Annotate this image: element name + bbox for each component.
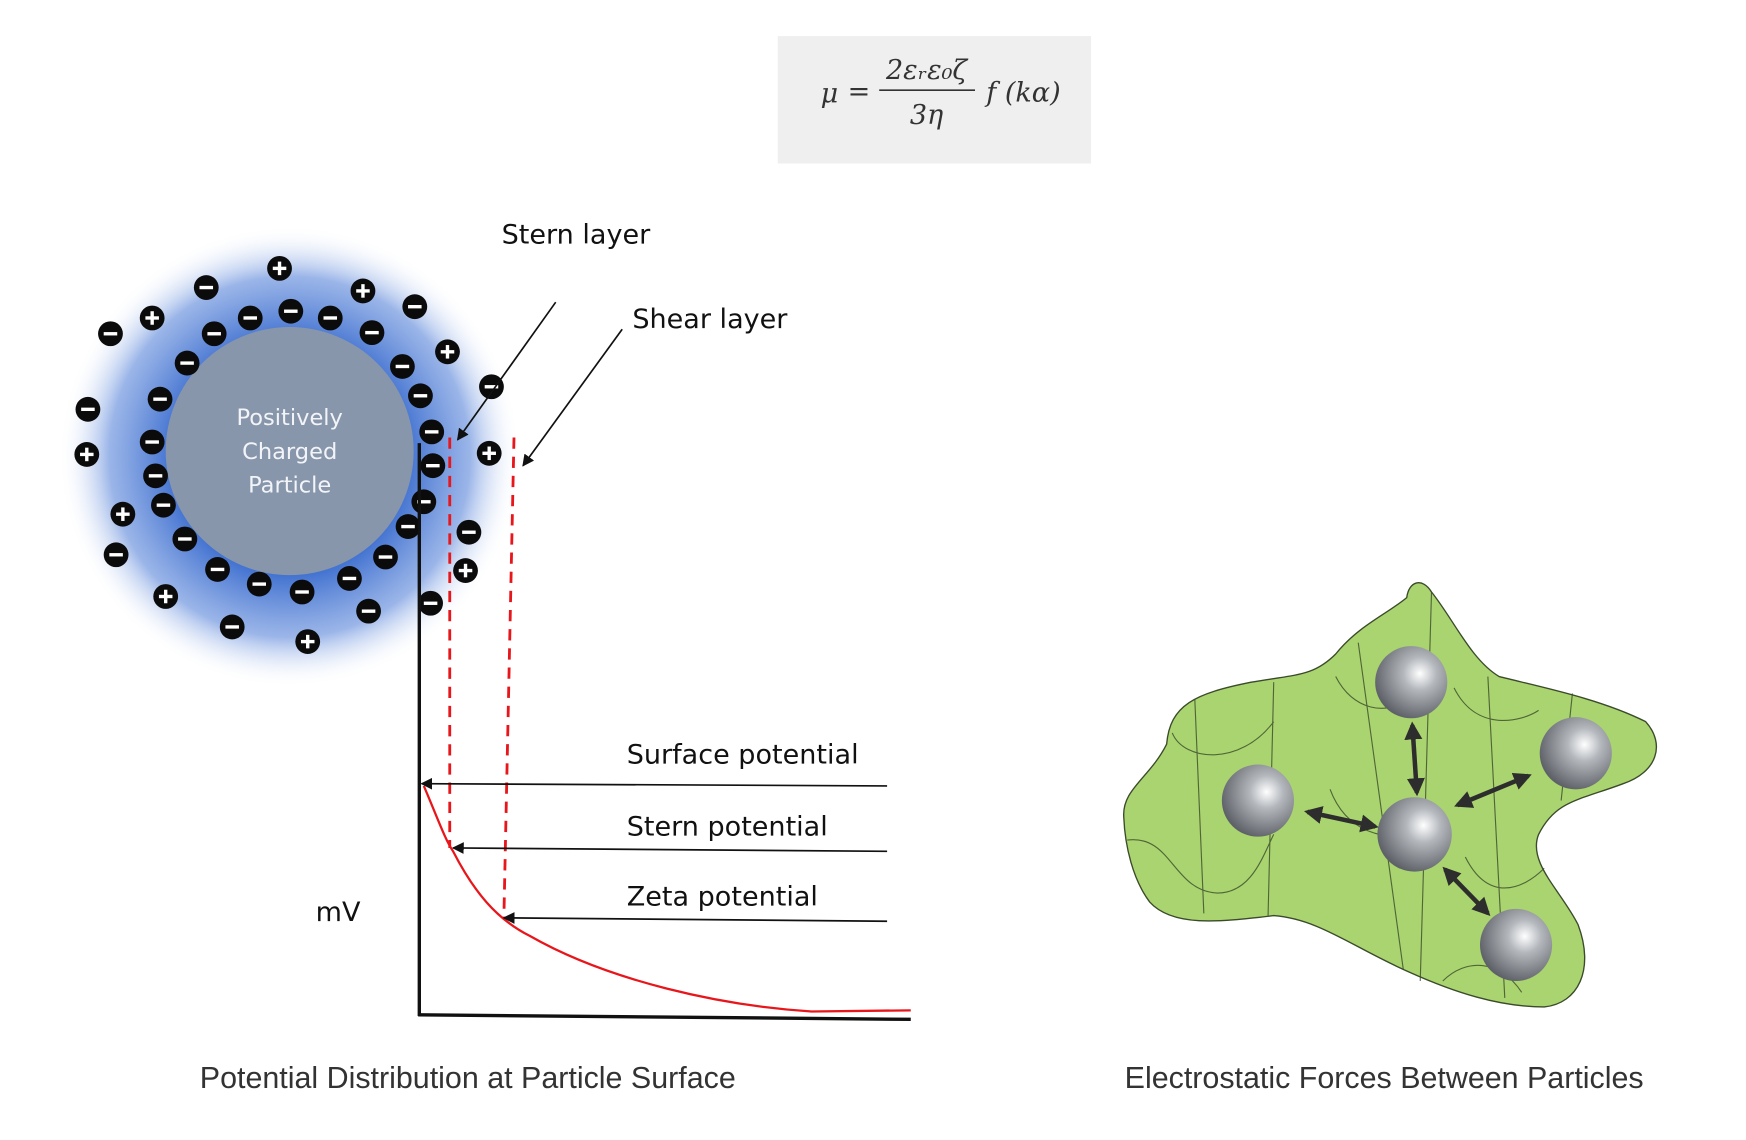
y-axis-unit-label: mV (316, 897, 361, 928)
negative-ion-icon (373, 544, 398, 570)
ion-charges (74, 255, 504, 655)
positive-ion-icon (267, 255, 292, 281)
negative-ion-icon (418, 590, 443, 616)
surface-potential-label: Surface potential (627, 739, 859, 770)
negative-ion-icon (201, 321, 227, 347)
force-arrow-bottom (1442, 866, 1491, 916)
electrostatic-forces-figure: Electrostatic Forces Between Particles (1123, 582, 1657, 1095)
zeta-potential-arrow (502, 912, 888, 924)
negative-ion-icon (402, 294, 428, 320)
negative-ion-icon (419, 419, 445, 445)
negative-ion-icon (356, 598, 381, 624)
positive-ion-icon (139, 305, 165, 331)
formula-equals: = (848, 76, 871, 107)
positive-ion-icon (476, 440, 502, 466)
negative-ion-icon (174, 350, 200, 376)
x-axis (418, 1013, 911, 1022)
negative-ion-icon (246, 571, 272, 597)
negative-ion-icon (98, 321, 123, 347)
formula-function: f (kα) (984, 77, 1060, 108)
negative-ion-icon (147, 386, 173, 412)
zeta-potential-label: Zeta potential (627, 881, 818, 912)
negative-ion-icon (172, 526, 198, 552)
charged-sphere (1377, 797, 1452, 872)
positive-ion-icon (295, 629, 321, 655)
right-caption: Electrostatic Forces Between Particles (1125, 1061, 1644, 1095)
positively-charged-particle (165, 327, 414, 576)
charged-sphere (1479, 908, 1553, 982)
negative-ion-icon (143, 463, 168, 489)
potential-curve (422, 785, 911, 1013)
negative-ion-icon (193, 275, 219, 300)
negative-ion-icon (289, 579, 315, 605)
positive-ion-icon (74, 442, 100, 467)
formula-numerator: 2εᵣε₀ζ (885, 55, 968, 86)
negative-ion-icon (420, 453, 446, 479)
negative-ion-icon (205, 557, 230, 582)
negative-ion-icon (411, 489, 437, 515)
negative-ion-icon (395, 514, 421, 539)
charged-sphere (1539, 717, 1612, 790)
negative-ion-icon (219, 614, 245, 640)
negative-ion-icon (75, 396, 101, 422)
formula-box (777, 36, 1092, 164)
force-arrow-left (1304, 806, 1379, 833)
positive-ion-icon (110, 501, 136, 527)
left-caption: Potential Distribution at Particle Surfa… (200, 1061, 736, 1095)
negative-ion-icon (151, 492, 176, 518)
negative-ion-icon (237, 305, 263, 331)
negative-ion-icon (139, 429, 165, 455)
stern-potential-arrow (451, 842, 888, 854)
negative-ion-icon (337, 566, 362, 591)
surface-potential-arrow (420, 777, 888, 790)
shear-layer-arrow (522, 328, 623, 467)
positive-ion-icon (153, 584, 179, 609)
negative-ion-icon (479, 374, 504, 400)
formula-mu: μ (821, 79, 839, 110)
negative-ion-icon (408, 383, 433, 409)
negative-ion-icon (278, 298, 304, 324)
particle-label-line2: Charged (242, 439, 337, 465)
potential-distribution-figure: Positively Charged Particle Stern layer … (58, 220, 911, 1095)
mobility-formula: μ = 2εᵣε₀ζ 3η f (kα) (777, 36, 1092, 164)
charged-sphere (1221, 764, 1295, 837)
stern-layer-arrow (456, 301, 557, 441)
negative-ion-icon (103, 542, 129, 568)
negative-ion-icon (317, 305, 343, 331)
force-arrow-right (1454, 772, 1532, 808)
formula-denominator: 3η (910, 100, 943, 131)
green-medium-blob (1123, 582, 1657, 1008)
charged-spheres (1221, 646, 1612, 982)
negative-ion-icon (359, 320, 385, 346)
shear-layer-boundary (502, 437, 516, 920)
negative-ion-icon (390, 354, 415, 379)
shear-layer-label: Shear layer (632, 304, 788, 335)
force-arrows (1304, 721, 1532, 916)
particle-label-line1: Positively (236, 405, 342, 431)
stern-potential-label: Stern potential (627, 812, 828, 843)
positive-ion-icon (453, 558, 478, 583)
positive-ion-icon (350, 278, 376, 304)
stern-layer-label: Stern layer (502, 220, 652, 251)
positive-ion-icon (435, 339, 460, 365)
negative-ion-icon (456, 519, 482, 545)
charged-sphere (1375, 646, 1448, 719)
force-arrow-top (1404, 721, 1425, 797)
particle-label-line3: Particle (248, 473, 331, 499)
